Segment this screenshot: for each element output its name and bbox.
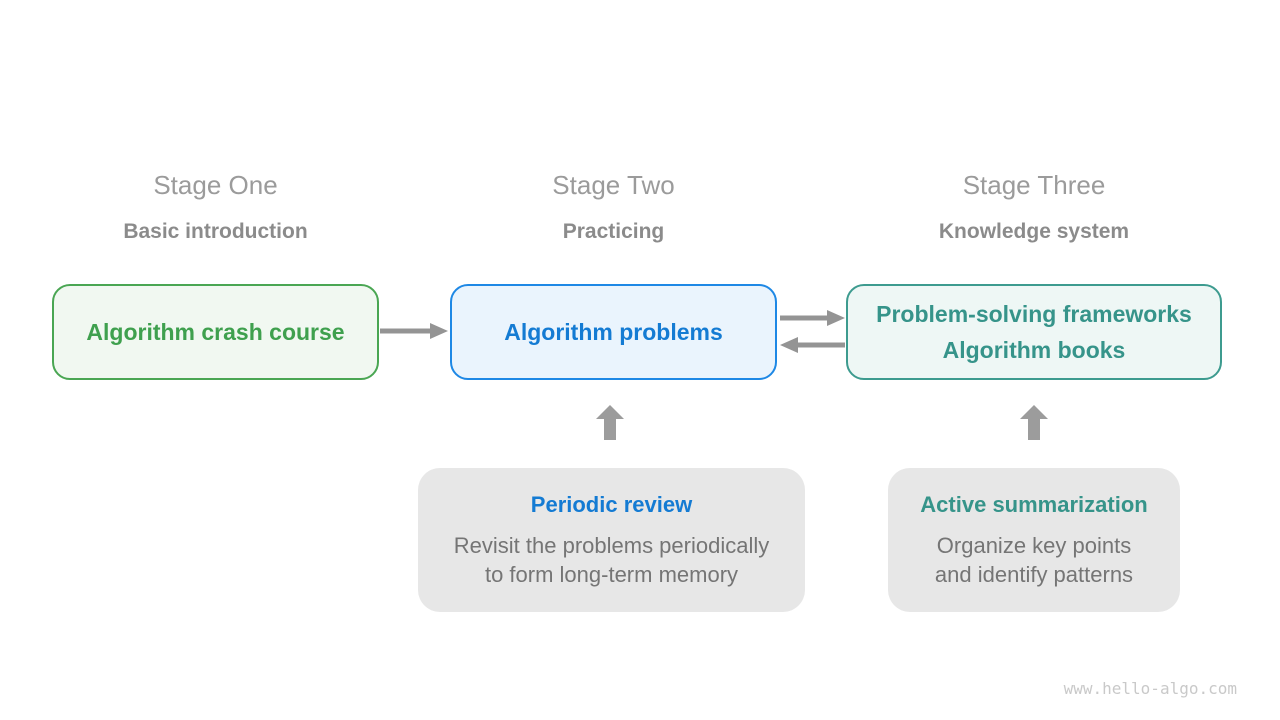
active-summarization-body-line-1: Organize key points	[936, 532, 1132, 558]
arrow-right-icon	[380, 323, 448, 339]
stage-three-title: Stage Three	[962, 170, 1106, 200]
stage-two-title: Stage Two	[552, 170, 675, 200]
stage-two-subtitle: Practicing	[562, 220, 665, 243]
periodic-review-note: Periodic review Revisit the problems per…	[418, 468, 805, 612]
arrow-up-icon	[596, 405, 624, 440]
arrow-left-icon	[780, 337, 845, 353]
active-summarization-title: Active summarization	[920, 491, 1148, 517]
algorithm-crash-course-label: Algorithm crash course	[86, 319, 345, 345]
algorithm-crash-course-box: Algorithm crash course	[52, 284, 379, 380]
algorithm-books-label: Algorithm books	[942, 337, 1126, 363]
active-summarization-note: Active summarization Organize key points…	[888, 468, 1180, 612]
stage-one-title: Stage One	[153, 170, 278, 200]
algorithm-problems-label: Algorithm problems	[504, 319, 723, 345]
periodic-review-body-line-1: Revisit the problems periodically	[453, 532, 770, 558]
periodic-review-body-line-2: to form long-term memory	[484, 561, 739, 587]
problem-solving-frameworks-label: Problem-solving frameworks	[876, 301, 1192, 327]
arrow-right-icon	[780, 310, 845, 326]
periodic-review-title: Periodic review	[530, 491, 693, 517]
stage-one-subtitle: Basic introduction	[123, 220, 308, 243]
stage-three-subtitle: Knowledge system	[938, 220, 1130, 243]
algorithm-problems-box: Algorithm problems	[450, 284, 777, 380]
active-summarization-body-line-2: and identify patterns	[934, 561, 1134, 587]
arrow-up-icon	[1020, 405, 1048, 440]
knowledge-system-box: Problem-solving frameworks Algorithm boo…	[846, 284, 1222, 380]
watermark: www.hello-algo.com	[1063, 679, 1237, 698]
